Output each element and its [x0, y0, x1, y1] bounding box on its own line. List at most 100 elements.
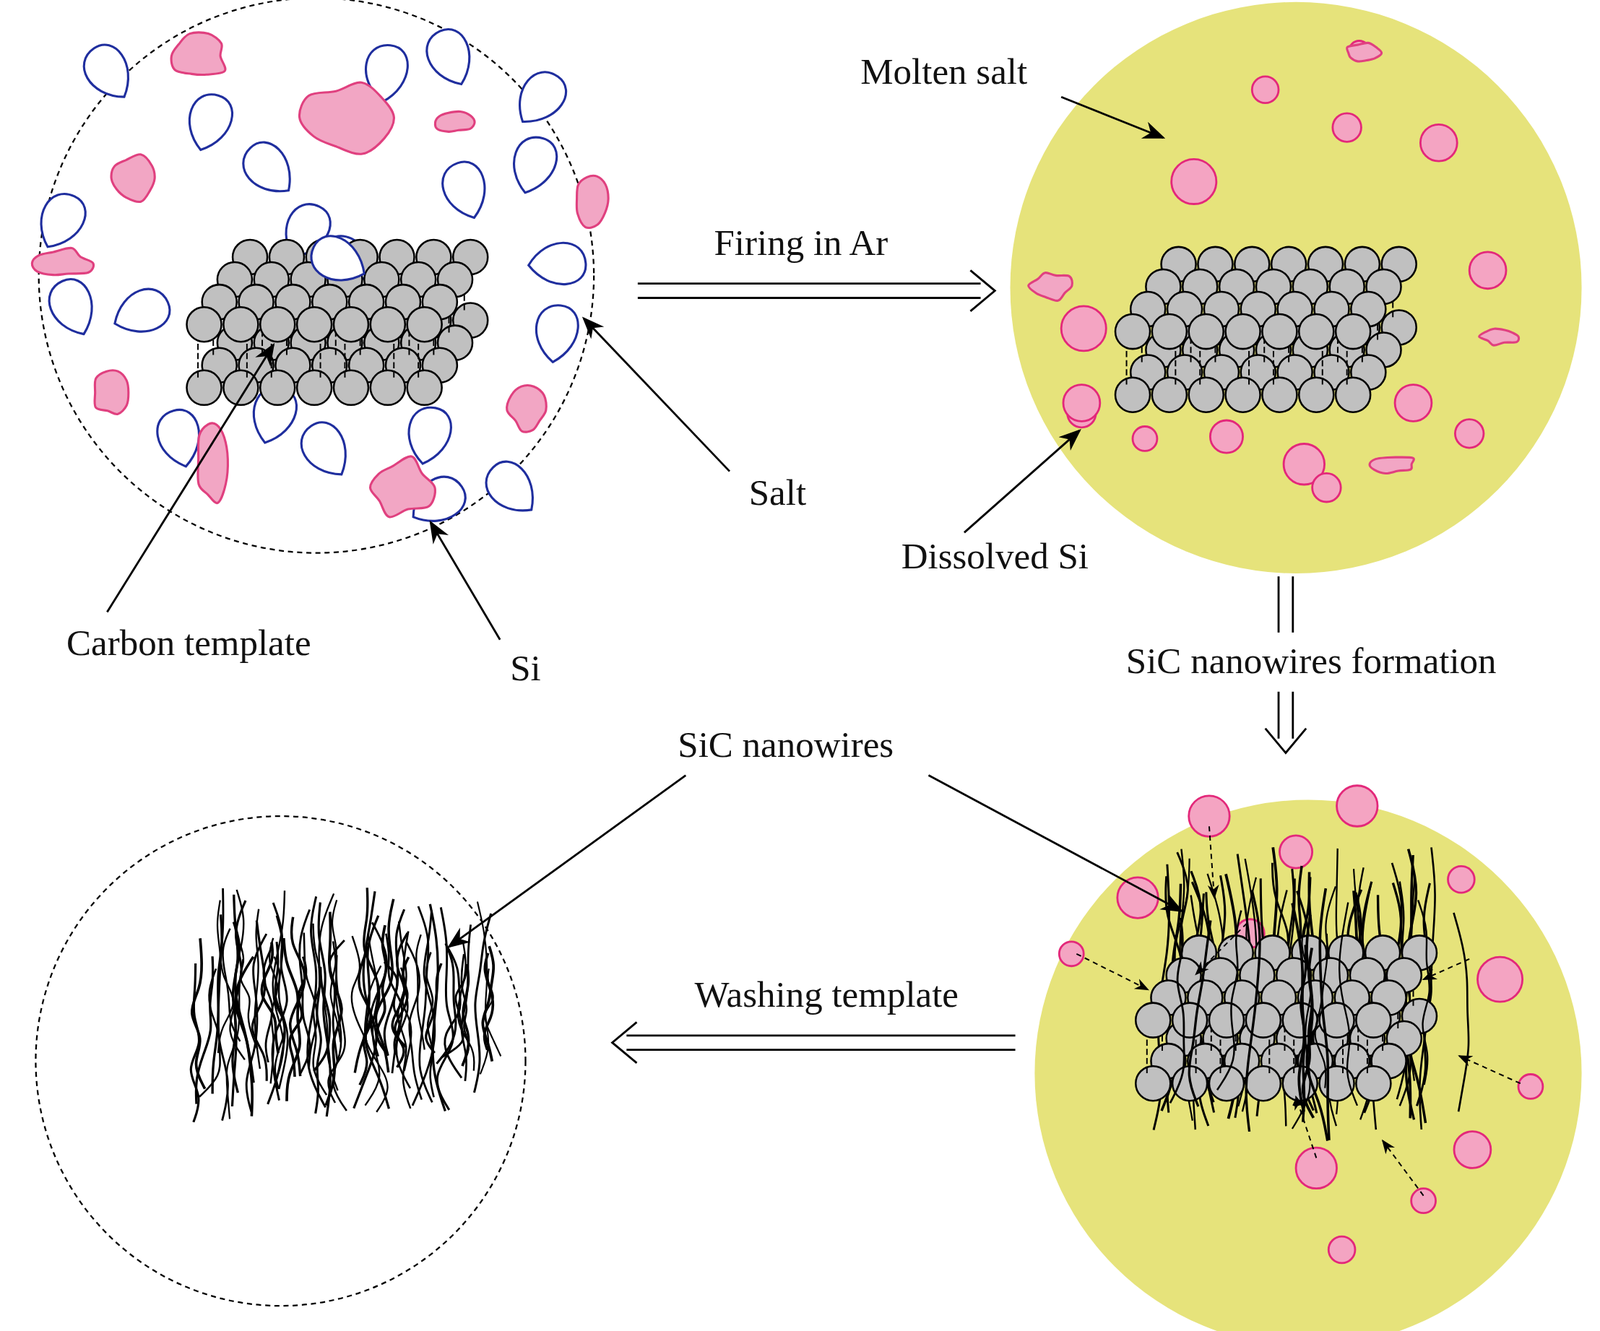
silicon-particle	[434, 111, 475, 132]
carbon-atom	[407, 370, 443, 406]
sic-nanowire	[376, 925, 388, 1054]
sic-nanowire	[1319, 888, 1330, 1141]
diffusion-arrow	[1459, 1056, 1521, 1084]
arrow-shaft	[626, 1034, 1015, 1037]
raw-mixture	[28, 23, 609, 534]
salt-crystal	[153, 406, 205, 471]
carbon-atom	[370, 370, 406, 406]
annotation-label: Firing in Ar	[713, 224, 888, 262]
sic-nanowire	[384, 909, 404, 1056]
diffusion-arrow	[1382, 1140, 1424, 1196]
salt-crystal	[234, 134, 304, 206]
carbon-atom	[1152, 314, 1187, 349]
sic-nanowire	[1453, 913, 1469, 1112]
salt-crystal	[293, 415, 358, 486]
dissolved-si	[1420, 124, 1457, 162]
salt-crystal	[477, 453, 547, 525]
sic-nanowire	[190, 963, 199, 1123]
carbon-atom	[333, 370, 369, 406]
carbon-atom	[1152, 377, 1187, 413]
dissolved-si	[1328, 1236, 1356, 1264]
carbon-atom	[1225, 314, 1261, 349]
leader-arrow	[964, 430, 1080, 533]
arrow-head	[970, 270, 995, 312]
sic-nanowire	[1315, 933, 1328, 1089]
silicon-particle	[1369, 457, 1414, 474]
salt-crystal	[437, 157, 493, 224]
carbon-atom	[1188, 377, 1224, 413]
silicon-particle	[299, 82, 394, 154]
arrow-head	[612, 1022, 638, 1064]
carbon-atom	[1355, 1066, 1391, 1101]
carbon-atom	[1172, 1003, 1208, 1039]
arrow-shaft	[637, 282, 981, 285]
nanowires	[190, 887, 501, 1123]
carbon-atom	[333, 306, 369, 342]
arrow-shaft	[1291, 576, 1294, 633]
sic-nanowire	[353, 891, 377, 1109]
nanowires	[1170, 888, 1469, 1142]
annotation-label: SiC nanowires	[677, 726, 894, 764]
salt-crystal	[28, 186, 93, 257]
dissolved-si	[1209, 420, 1243, 453]
carbon-atom	[223, 370, 258, 406]
sic-nanowire	[1339, 902, 1358, 1106]
carbon-atom	[1335, 314, 1371, 349]
carbon-atom	[407, 306, 443, 342]
carbon-atom	[370, 306, 406, 342]
carbon-atom	[1115, 377, 1150, 413]
silicon-particle	[507, 385, 547, 432]
dissolved-si	[1312, 473, 1342, 503]
arrow-shaft	[1277, 576, 1280, 633]
dashed-panel	[39, 0, 594, 554]
salt-crystal	[504, 131, 563, 200]
sic-nanowire	[1188, 920, 1211, 1107]
carbon-atom	[296, 306, 332, 342]
sic-nanowire	[385, 933, 402, 1074]
sic-nanowire	[239, 944, 258, 1049]
dissolved-si	[1063, 385, 1101, 422]
sic-nanowire	[1416, 883, 1431, 1107]
carbon-atom	[260, 370, 295, 406]
process-arrow	[612, 1022, 1016, 1064]
dissolved-si	[1477, 957, 1522, 1002]
annotation-label: Molten salt	[860, 52, 1028, 90]
silicon-particle	[31, 247, 94, 275]
carbon-atom	[1298, 377, 1334, 413]
sic-nanowire	[437, 907, 453, 1110]
silicon-particle	[197, 423, 229, 504]
sic-nanowire	[1417, 900, 1430, 1085]
annotation-label: Dissolved Si	[901, 537, 1089, 575]
carbon-atom	[187, 370, 222, 406]
annotation-label: Salt	[749, 474, 807, 512]
silicon-particle	[1028, 273, 1073, 302]
sic-nanowire	[395, 957, 409, 1068]
carbon-atom	[1355, 1003, 1391, 1039]
carbon-atom	[1261, 314, 1297, 349]
carbon-atom	[1335, 377, 1371, 413]
sic-nanowire	[477, 902, 489, 1075]
sic-nanowire	[252, 920, 267, 1082]
arrow-shaft	[626, 1048, 1015, 1052]
silicon-particle	[369, 456, 435, 518]
carbon-atom	[1298, 314, 1334, 349]
dissolved-si	[1117, 877, 1159, 919]
sic-nanowire	[1306, 915, 1328, 1142]
leader-arrow	[583, 318, 730, 472]
sic-nanowire	[1170, 918, 1184, 1104]
sic-nanowire	[462, 964, 469, 1067]
arrow-shaft	[1277, 692, 1280, 739]
carbon-atom	[223, 306, 258, 342]
dashed-panel	[35, 816, 526, 1307]
salt-crystal	[528, 242, 586, 284]
diffusion-arrow	[1295, 1097, 1317, 1159]
annotation-label: Si	[509, 650, 542, 687]
salt-crystal	[420, 23, 479, 92]
dissolved-si	[1454, 1131, 1491, 1169]
sic-nanowire	[418, 906, 432, 1104]
salt-crystal	[530, 301, 582, 366]
sic-nanowire	[1246, 890, 1260, 1132]
annotation-label: Washing template	[694, 976, 959, 1014]
carbon-atom	[296, 370, 332, 406]
carbon-atom	[1115, 314, 1150, 349]
